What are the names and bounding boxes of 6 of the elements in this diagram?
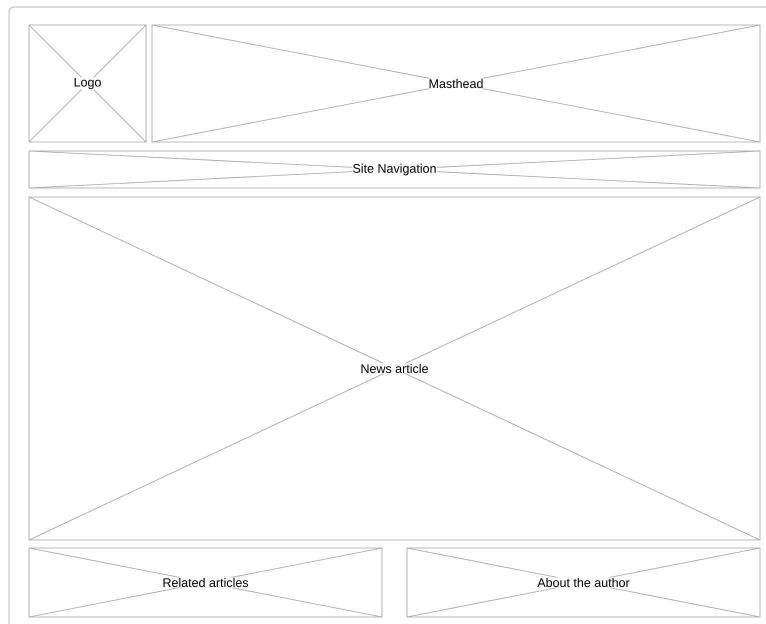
placeholder-box: News article xyxy=(28,196,760,540)
placeholder-box: About the author xyxy=(406,548,760,618)
placeholder-box: Related articles xyxy=(28,548,382,618)
placeholder-box: Masthead xyxy=(152,24,760,142)
placeholder-box: Site Navigation xyxy=(28,150,760,188)
placeholder-box: Logo xyxy=(28,24,146,142)
